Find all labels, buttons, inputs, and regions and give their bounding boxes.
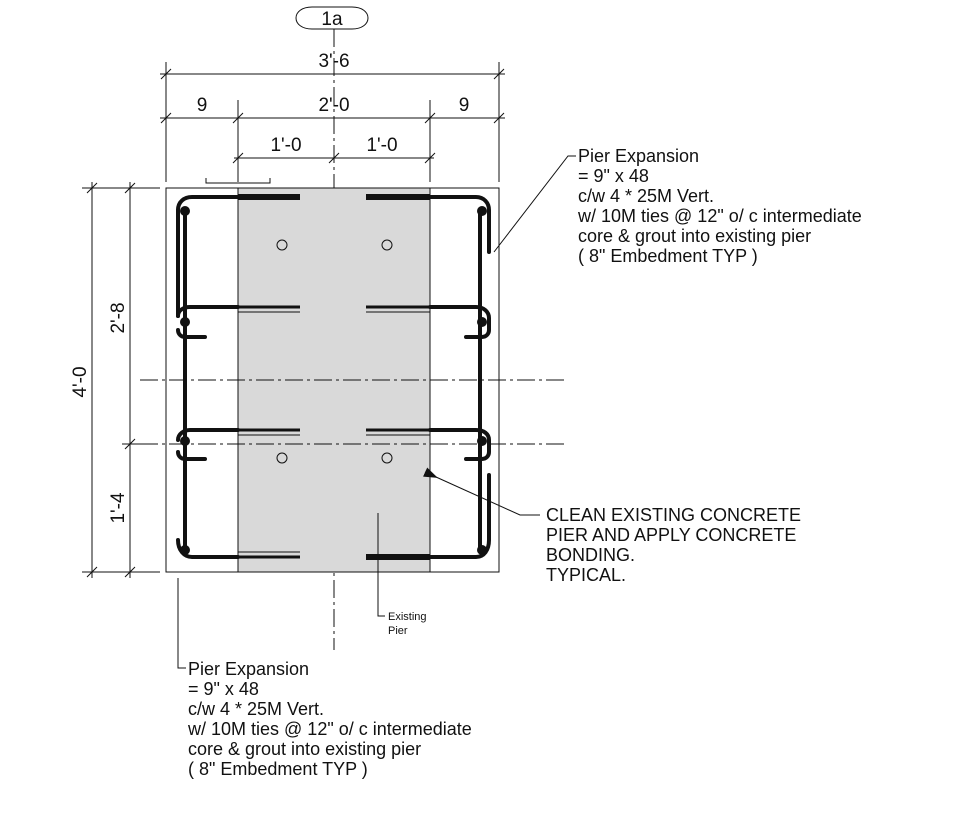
rebar-cage [176,194,491,560]
horizontal-dimensions [160,62,505,184]
dim-overall-height: 4'-0 [70,366,91,397]
dim-center-width: 2'-0 [318,95,349,116]
vertical-dimensions [82,182,160,578]
svg-text:Pier Expansion: Pier Expansion [578,146,699,166]
svg-text:= 9" x 48: = 9" x 48 [578,166,649,186]
svg-text:Pier: Pier [388,625,408,637]
dim-half-right: 1'-0 [366,135,397,156]
svg-text:c/w 4 * 25M Vert.: c/w 4 * 25M Vert. [578,186,714,206]
leader-bottom-note [177,578,186,669]
note-right: Pier Expansion = 9" x 48 c/w 4 * 25M Ver… [577,146,862,266]
leader-existing-pier [377,513,385,617]
core-holes [276,239,393,464]
svg-text:( 8" Embedment TYP ): ( 8" Embedment TYP ) [188,759,368,779]
svg-text:core & grout into existing pie: core & grout into existing pier [578,226,811,246]
svg-text:c/w 4 * 25M Vert.: c/w 4 * 25M Vert. [188,699,324,719]
dim-half-left: 1'-0 [270,135,301,156]
svg-text:w/ 10M ties @ 12" o/ c int: w/ 10M ties @ 12" o/ c intermediate [187,719,472,739]
existing-pier-label: Existing Pier [388,611,427,637]
svg-text:Existing: Existing [388,611,427,623]
svg-text:( 8" Embedment TYP ): ( 8" Embedment TYP ) [578,246,758,266]
svg-text:PIER AND APPLY CONCRETE: PIER AND APPLY CONCRETE [546,525,796,545]
svg-text:w/ 10M ties @ 12" o/ c int: w/ 10M ties @ 12" o/ c intermediate [577,206,862,226]
svg-text:TYPICAL.: TYPICAL. [546,565,626,585]
note-clean: CLEAN EXISTING CONCRETE PIER AND APPLY C… [546,505,801,585]
note-bottom: Pier Expansion = 9" x 48 c/w 4 * 25M Ver… [187,659,472,779]
dim-lower-height: 1'-4 [108,492,129,524]
svg-text:BONDING.: BONDING. [546,545,635,565]
svg-text:= 9" x 48: = 9" x 48 [188,679,259,699]
svg-text:CLEAN EXISTING CONCRETE: CLEAN EXISTING CONCRETE [546,505,801,525]
dim-upper-height: 2'-8 [108,302,129,333]
dim-left-offset: 9 [197,95,208,116]
leader-right-note [493,155,576,253]
section-tag: 1a [295,6,369,30]
leader-clean-note [423,467,540,516]
svg-text:Pier Expansion: Pier Expansion [188,659,309,679]
section-tag-label: 1a [321,9,343,30]
svg-text:core & grout into existing pie: core & grout into existing pier [188,739,421,759]
dim-right-offset: 9 [459,95,470,116]
dim-overall-width: 3'-6 [318,51,349,72]
